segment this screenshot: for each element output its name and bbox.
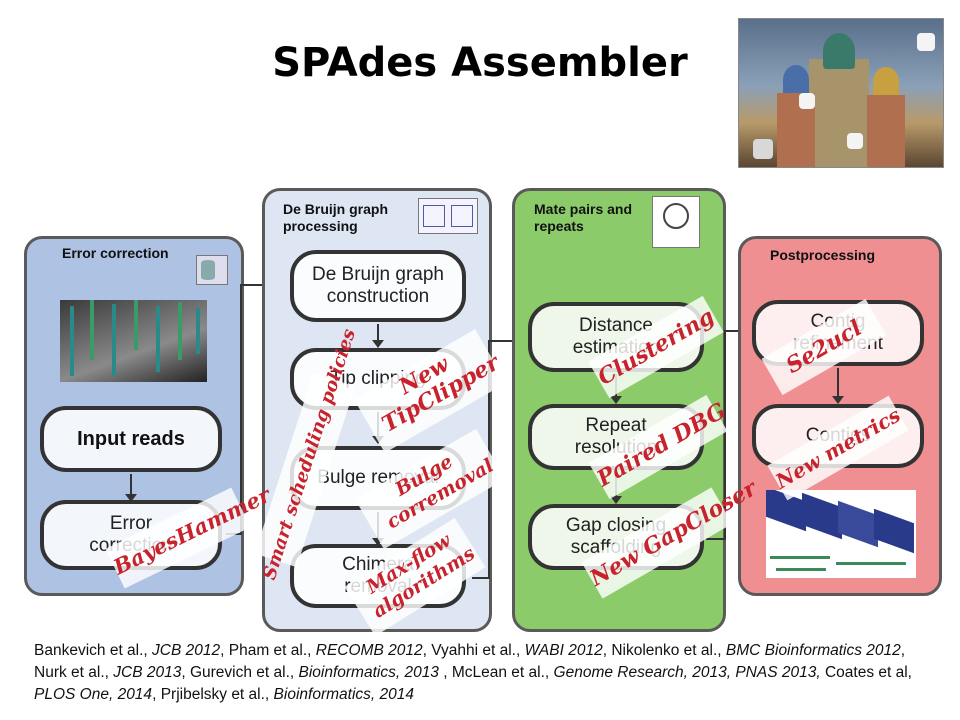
database-icon — [196, 255, 228, 285]
panel-postprocessing-title: Postprocessing — [770, 247, 876, 263]
connector-line — [240, 284, 262, 286]
connector-line — [724, 330, 726, 540]
kmer-graph-icon — [418, 198, 478, 234]
connector-line — [488, 340, 512, 342]
panel-error-correction-title: Error correction — [62, 245, 169, 261]
dna-strands-image — [60, 300, 207, 382]
step-input-reads: Input reads — [40, 406, 222, 472]
connector-line — [724, 330, 740, 332]
arrow-down — [372, 324, 384, 348]
arrow-down — [125, 474, 137, 502]
slide-title: SPAdes Assembler — [272, 40, 688, 86]
panel-debruijn-title: De Bruijn graph processing — [283, 201, 389, 234]
connector-line — [240, 284, 242, 535]
connector-line — [706, 538, 726, 540]
contig-alignment-image — [766, 490, 916, 578]
cathedral-puzzle-image — [738, 18, 944, 168]
panel-mate-pairs-title: Mate pairs and repeats — [534, 201, 633, 234]
connector-line — [472, 577, 490, 579]
citation-text: Bankevich et al., JCB 2012, Pham et al.,… — [34, 642, 912, 703]
arrow-down — [832, 368, 844, 404]
repeat-graph-icon — [652, 196, 700, 248]
step-graph-construction: De Bruijn graph construction — [290, 250, 466, 322]
